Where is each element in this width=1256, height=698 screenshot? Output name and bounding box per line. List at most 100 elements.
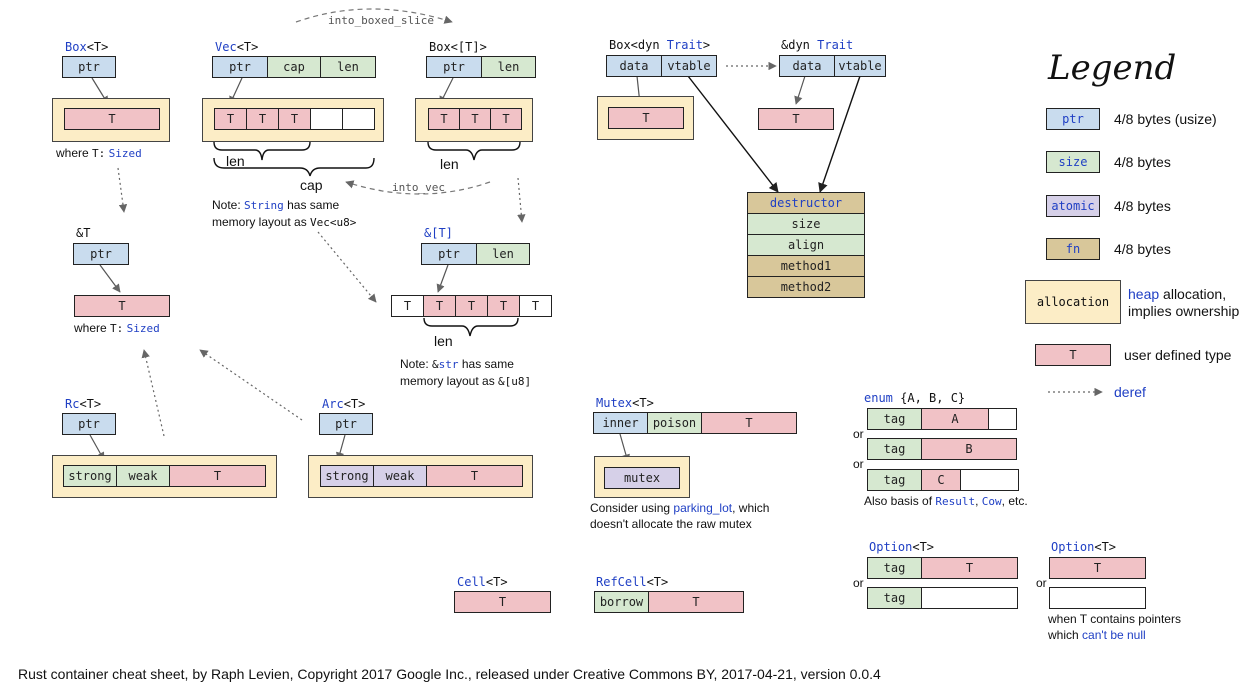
B-cell: B xyxy=(921,438,1017,460)
slice-stack: ptr len xyxy=(421,243,530,265)
legend-T-desc: user defined type xyxy=(1124,347,1232,363)
option-nonnull-note: when T contains pointers which can't be … xyxy=(1048,612,1181,642)
vtable-cell: vtable xyxy=(834,55,886,77)
T-cell: T xyxy=(490,108,522,130)
boxdyn-title: Box<dyn Trait> xyxy=(609,38,711,52)
legend-size-desc: 4/8 bytes xyxy=(1114,154,1171,170)
or-label: or xyxy=(853,576,864,590)
ptr-cell: ptr xyxy=(62,56,116,78)
data-cell: data xyxy=(779,55,835,77)
tag-cell: tag xyxy=(867,438,922,460)
or-label: or xyxy=(853,457,864,471)
strong-cell: strong xyxy=(63,465,117,487)
vtable-destructor: destructor xyxy=(747,192,865,214)
option-nonnull-some: T xyxy=(1049,557,1146,579)
box-title: Box<T> xyxy=(65,40,109,54)
fn-swatch: fn xyxy=(1046,238,1100,260)
T-cell: T xyxy=(246,108,279,130)
enum-variant-a: tag A xyxy=(867,408,1017,430)
legend-size-swatch: size xyxy=(1046,151,1100,173)
T-cell: T xyxy=(428,108,460,130)
T-cell: T xyxy=(459,108,491,130)
cell-stack: T xyxy=(454,591,551,613)
mutex-note: Consider using parking_lot, which doesn'… xyxy=(590,501,770,531)
T-cell: T xyxy=(455,295,488,317)
enum-variant-c: tag C xyxy=(867,469,1019,491)
refdyn-target: T xyxy=(758,108,834,130)
vtable-method1: method1 xyxy=(747,255,865,277)
empty-cell xyxy=(310,108,343,130)
len-cell: len xyxy=(476,243,530,265)
vtable-align: align xyxy=(747,234,865,256)
ptr-cell: ptr xyxy=(421,243,477,265)
atomic-swatch: atomic xyxy=(1046,195,1100,217)
legend-atomic-swatch: atomic xyxy=(1046,195,1100,217)
ref-title: &T xyxy=(76,226,91,240)
mutex-cell: mutex xyxy=(604,467,680,489)
option-title: Option<T> xyxy=(869,540,935,554)
tag-cell: tag xyxy=(867,557,922,579)
len-cell: len xyxy=(481,56,536,78)
rc-stack: ptr xyxy=(62,413,116,435)
option-nonnull-none xyxy=(1049,587,1146,609)
vec-title: Vec<T> xyxy=(215,40,259,54)
parking-lot-link[interactable]: parking_lot xyxy=(673,501,733,515)
mutex-stack: inner poison T xyxy=(593,412,797,434)
outside-cell: T xyxy=(391,295,424,317)
option-nonnull-title: Option<T> xyxy=(1051,540,1117,554)
mutex-title: Mutex<T> xyxy=(596,396,654,410)
legend-fn-desc: 4/8 bytes xyxy=(1114,241,1171,257)
empty-cell xyxy=(921,587,1018,609)
vtable-size: size xyxy=(747,213,865,235)
A-cell: A xyxy=(921,408,989,430)
weak-cell: weak xyxy=(373,465,427,487)
T-swatch: T xyxy=(1035,344,1111,366)
len-cell: len xyxy=(320,56,376,78)
legend-allocation-desc: heap allocation, implies ownership xyxy=(1128,286,1240,319)
option-some: tag T xyxy=(867,557,1018,579)
inner-cell: inner xyxy=(593,412,648,434)
padding-cell xyxy=(988,408,1017,430)
footer-credit: Rust container cheat sheet, by Raph Levi… xyxy=(18,666,881,682)
boxdyn-stack: data vtable xyxy=(606,55,717,77)
cant-be-null-link[interactable]: can't be null xyxy=(1082,628,1146,642)
strong-cell: strong xyxy=(320,465,374,487)
T-cell: T xyxy=(64,108,160,130)
padding-cell xyxy=(960,469,1019,491)
slice-len-label: len xyxy=(434,333,453,349)
boxslice-stack: ptr len xyxy=(426,56,536,78)
size-swatch: size xyxy=(1046,151,1100,173)
vtable-cell: vtable xyxy=(661,55,717,77)
legend-T-swatch: T xyxy=(1035,344,1111,366)
tag-cell: tag xyxy=(867,587,922,609)
slice-title: &[T] xyxy=(424,226,453,240)
ptr-cell: ptr xyxy=(212,56,268,78)
T-cell: T xyxy=(423,295,456,317)
into-boxed-slice-label: into_boxed_slice xyxy=(328,14,434,27)
outside-cell: T xyxy=(519,295,552,317)
data-cell: data xyxy=(606,55,662,77)
vtable-block: destructor size align method1 method2 xyxy=(747,192,865,298)
rc-heap: strong weak T xyxy=(63,465,266,487)
ptr-cell: ptr xyxy=(62,413,116,435)
empty-cell xyxy=(1049,587,1146,609)
vtable-method2: method2 xyxy=(747,276,865,298)
str-note: Note: &str has same memory layout as &[u… xyxy=(400,357,532,388)
tag-cell: tag xyxy=(867,408,922,430)
refdyn-title: &dyn Trait xyxy=(781,38,854,52)
T-cell: T xyxy=(758,108,834,130)
C-cell: C xyxy=(921,469,961,491)
T-cell: T xyxy=(1049,557,1146,579)
cell-title: Cell<T> xyxy=(457,575,508,589)
enum-title: enum {A, B, C} xyxy=(864,391,966,405)
ptr-swatch: ptr xyxy=(1046,108,1100,130)
legend-fn-swatch: fn xyxy=(1046,238,1100,260)
into-vec-label: into_vec xyxy=(392,181,445,194)
legend-deref-desc: deref xyxy=(1114,384,1146,400)
box-stack: ptr xyxy=(62,56,116,78)
vec-stack: ptr cap len xyxy=(212,56,376,78)
or-label: or xyxy=(1036,576,1047,590)
ptr-cell: ptr xyxy=(426,56,482,78)
T-cell: T xyxy=(921,557,1018,579)
